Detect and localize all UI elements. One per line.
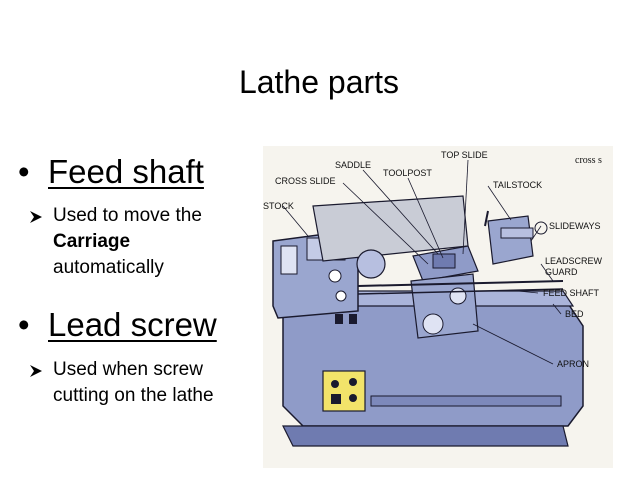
lathe-diagram: TOP SLIDE cross s SADDLE TOOLPOST CROSS … — [263, 146, 613, 468]
bullet-dot: • — [18, 306, 30, 343]
sub-line: Used when screw — [53, 359, 203, 380]
sub-line: Used to move the — [53, 205, 202, 226]
arrow-bullet-icon — [30, 211, 42, 223]
label-guard: GUARD — [545, 267, 578, 277]
bullet-feed-shaft: • Feed shaft — [18, 152, 204, 192]
control-panel — [322, 370, 366, 412]
label-leadscrew: LEADSCREW — [545, 256, 603, 266]
label-tailstock: TAILSTOCK — [493, 180, 542, 190]
label-bed: BED — [565, 309, 584, 319]
sub-line-bold: Carriage — [53, 231, 131, 252]
sub-line: cutting on the lathe — [53, 385, 214, 406]
label-top-slide: TOP SLIDE — [441, 150, 488, 160]
bullet-lead-screw: • Lead screw — [18, 305, 217, 345]
tailstock — [487, 215, 534, 265]
sub-bullet-feed-shaft: Used to move the Carriage automatically — [28, 203, 268, 281]
sub-line: automatically — [53, 257, 164, 278]
bullet-heading: Feed shaft — [48, 153, 204, 190]
bullet-dot: • — [18, 153, 30, 190]
label-cross-top: cross s — [575, 155, 602, 166]
lead-screw — [357, 280, 564, 287]
slide-title: Lathe parts — [238, 64, 400, 100]
lathe-illustration: TOP SLIDE cross s SADDLE TOOLPOST CROSS … — [263, 150, 603, 447]
feed-shaft — [357, 288, 564, 295]
label-stock: STOCK — [263, 201, 294, 211]
label-slideways: SLIDEWAYS — [549, 221, 601, 231]
chuck — [356, 249, 386, 279]
bullet-heading: Lead screw — [48, 306, 217, 343]
sub-bullet-lead-screw: Used when screw cutting on the lathe — [28, 357, 268, 409]
label-saddle: SADDLE — [335, 160, 371, 170]
arrow-bullet-icon — [30, 365, 42, 377]
label-apron: APRON — [557, 359, 589, 369]
label-toolpost: TOOLPOST — [383, 168, 432, 178]
label-feed-shaft: FEED SHAFT — [543, 288, 600, 298]
label-cross-slide: CROSS SLIDE — [275, 176, 336, 186]
